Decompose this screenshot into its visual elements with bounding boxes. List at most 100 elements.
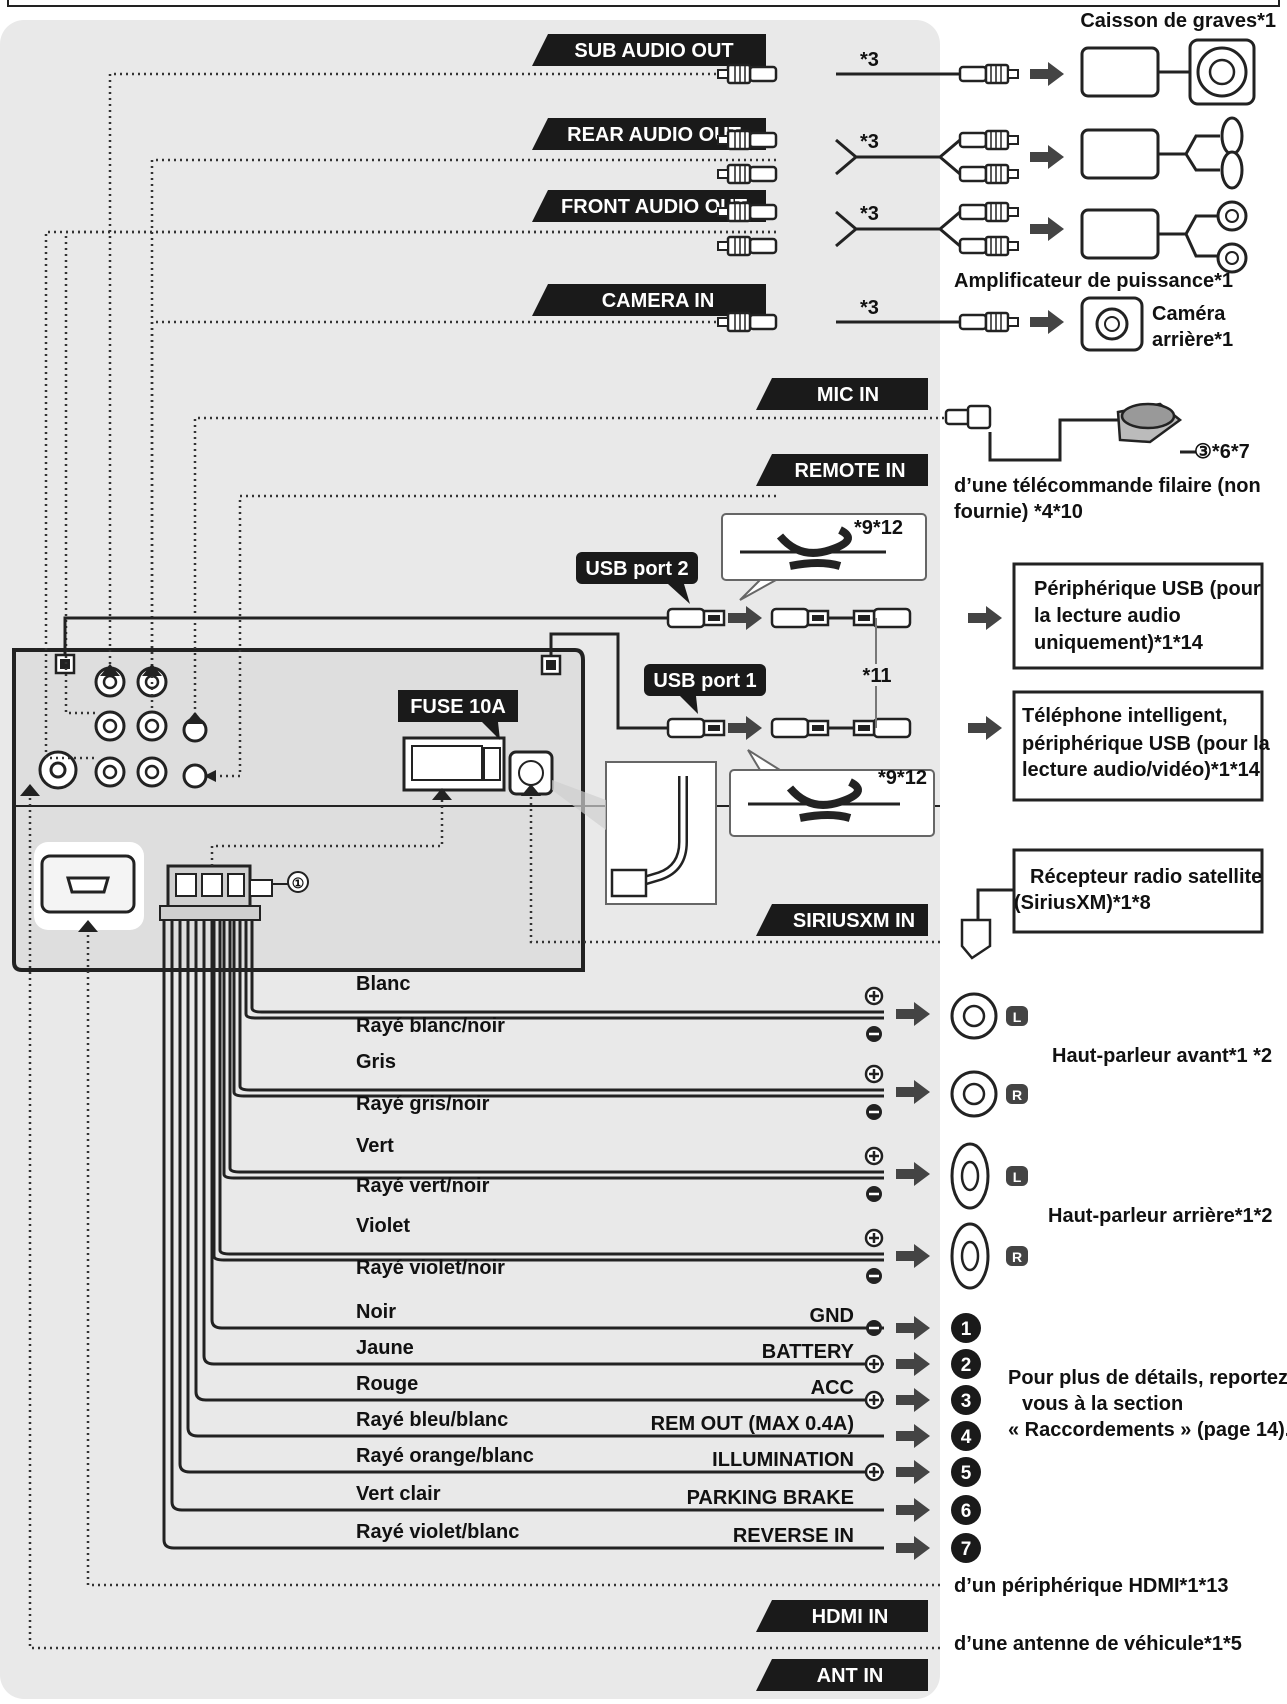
see-note-3: « Raccordements » (page 14). [1008,1419,1287,1441]
number-marker [951,1385,981,1415]
remote-label-2: fournie) *4*10 [954,501,1083,523]
svg-text:périphérique USB (pour la: périphérique USB (pour la [1022,733,1271,755]
rca-jacks [38,666,208,790]
number-marker [951,1457,981,1487]
power-wire [186,918,884,1438]
front-right-speaker: R [950,1070,1028,1118]
remote-label-1: d’une télécommande filaire (non [954,475,1261,497]
svg-text:*3: *3 [860,49,879,71]
tag-front-audio-out: FRONT AUDIO OUT [532,190,766,222]
rca-cables [716,62,1064,334]
tag-camera-in: CAMERA IN [532,284,766,316]
rear-amplifier [1080,116,1244,190]
wire-color-label: Rouge [356,1373,418,1395]
number-marker-label: 5 [961,1463,972,1484]
tag-siriusxm-in: SIRIUSXM IN [756,904,928,936]
rear-right-speaker: R [950,1222,1028,1290]
wire-color-label: Blanc [356,973,410,995]
subwoofer [1080,38,1256,106]
svg-text:R: R [1012,1249,1022,1265]
wire-color-label: Gris [356,1051,396,1073]
speaker-wire-positive [238,918,884,1092]
satellite-box: Récepteur radio satellite (SiriusXM)*1*8 [960,848,1264,960]
svg-text:USB port 1: USB port 1 [653,670,756,692]
camera-label-1: Caméra [1152,303,1226,325]
wire-color-label: Vert [356,1135,394,1157]
svg-text:Périphérique USB (pour: Périphérique USB (pour [1034,578,1261,600]
svg-text:Téléphone intelligent,: Téléphone intelligent, [1022,705,1228,727]
rear-camera [1080,296,1144,352]
tag-usb-port-1: USB port 1 [644,664,766,714]
svg-text:USB port 2: USB port 2 [585,558,688,580]
svg-text:*3: *3 [860,131,879,153]
usb-cable-inset-top: *9*12 [721,513,927,601]
svg-text:FUSE 10A: FUSE 10A [410,696,506,718]
svg-text:L: L [1013,1169,1022,1185]
svg-text:REMOTE IN: REMOTE IN [794,460,905,482]
wire-color-label: Vert clair [356,1483,441,1505]
tag-fuse: FUSE 10A [398,690,518,740]
number-marker-label: 7 [961,1539,972,1560]
svg-text:la lecture audio: la lecture audio [1034,605,1181,627]
usb-device-box: Périphérique USB (pour la lecture audio … [1012,562,1264,670]
rear-speaker-label: Haut-parleur arrière*1*2 [1048,1205,1273,1227]
wire-color-label: Rayé orange/blanc [356,1445,534,1467]
usb-note: *11 [863,665,892,687]
number-marker-label: 3 [961,1391,972,1412]
wire-color-label: Noir [356,1301,396,1323]
rear-left-speaker: L [950,1142,1028,1210]
power-wire [210,918,884,1330]
fuse [483,747,501,781]
number-marker [951,1421,981,1451]
speaker-wire-negative [212,918,884,1262]
speaker-wire-positive [250,918,884,1014]
front-left-speaker: L [950,992,1028,1040]
harness-note: ① [292,875,305,891]
wire-color-label: Rayé violet/noir [356,1257,505,1279]
svg-text:HDMI IN: HDMI IN [812,1606,889,1628]
tag-ant-in: ANT IN [756,1659,928,1691]
speaker-wire-negative [244,918,884,1020]
cable-notes: *3 *3 *3 *3 [860,49,879,319]
wire-color-label: Rayé blanc/noir [356,1015,505,1037]
tag-rear-audio-out: REAR AUDIO OUT [532,118,766,150]
number-marker-label: 4 [961,1427,972,1448]
tags: SUB AUDIO OUT REAR AUDIO OUT FRONT AUDIO… [398,34,928,1691]
svg-text:lecture audio/vidéo)*1*14: lecture audio/vidéo)*1*14 [1022,759,1261,781]
svg-text:SUB AUDIO OUT: SUB AUDIO OUT [574,40,733,62]
svg-text:uniquement)*1*14: uniquement)*1*14 [1034,632,1204,654]
usb-cables: *11 [63,606,1002,740]
frame-top [7,0,1280,7]
speaker-wire-negative [232,918,884,1098]
see-note-2: vous à la section [1022,1393,1183,1415]
svg-text:FRONT AUDIO OUT: FRONT AUDIO OUT [561,196,747,218]
wire-function-label: PARKING BRAKE [687,1487,854,1509]
tag-mic-in: MIC IN [756,378,928,410]
tag-hdmi-in: HDMI IN [756,1600,928,1632]
microphone: ③*6*7 [944,402,1250,463]
speaker-wire-positive [218,918,884,1256]
tag-sub-audio-out: SUB AUDIO OUT [532,34,766,66]
wire-color-label: Rayé vert/noir [356,1175,490,1197]
wire-function-label: REVERSE IN [733,1525,854,1547]
svg-text:ANT IN: ANT IN [817,1665,884,1687]
hdmi-device-label: d’un périphérique HDMI*1*13 [954,1575,1229,1597]
dotted-routes [28,72,950,1650]
wire-function-label: ACC [811,1377,854,1399]
svg-text:*3: *3 [860,297,879,319]
tag-remote-in: REMOTE IN [756,454,928,486]
wire-color-label: Jaune [356,1337,414,1359]
dotted-arrowheads [20,664,541,932]
wire-color-label: Rayé gris/noir [356,1093,490,1115]
power-wire [170,918,884,1512]
usb-cable-inset-bottom: *9*12 [729,749,935,837]
svg-text:*3: *3 [860,203,879,225]
front-amplifier [1080,200,1248,274]
front-speaker-label: Haut-parleur avant*1 *2 [1052,1045,1272,1067]
number-marker-label: 1 [961,1319,972,1340]
number-marker [951,1533,981,1563]
subwoofer-label: Caisson de graves*1 [1080,10,1276,32]
